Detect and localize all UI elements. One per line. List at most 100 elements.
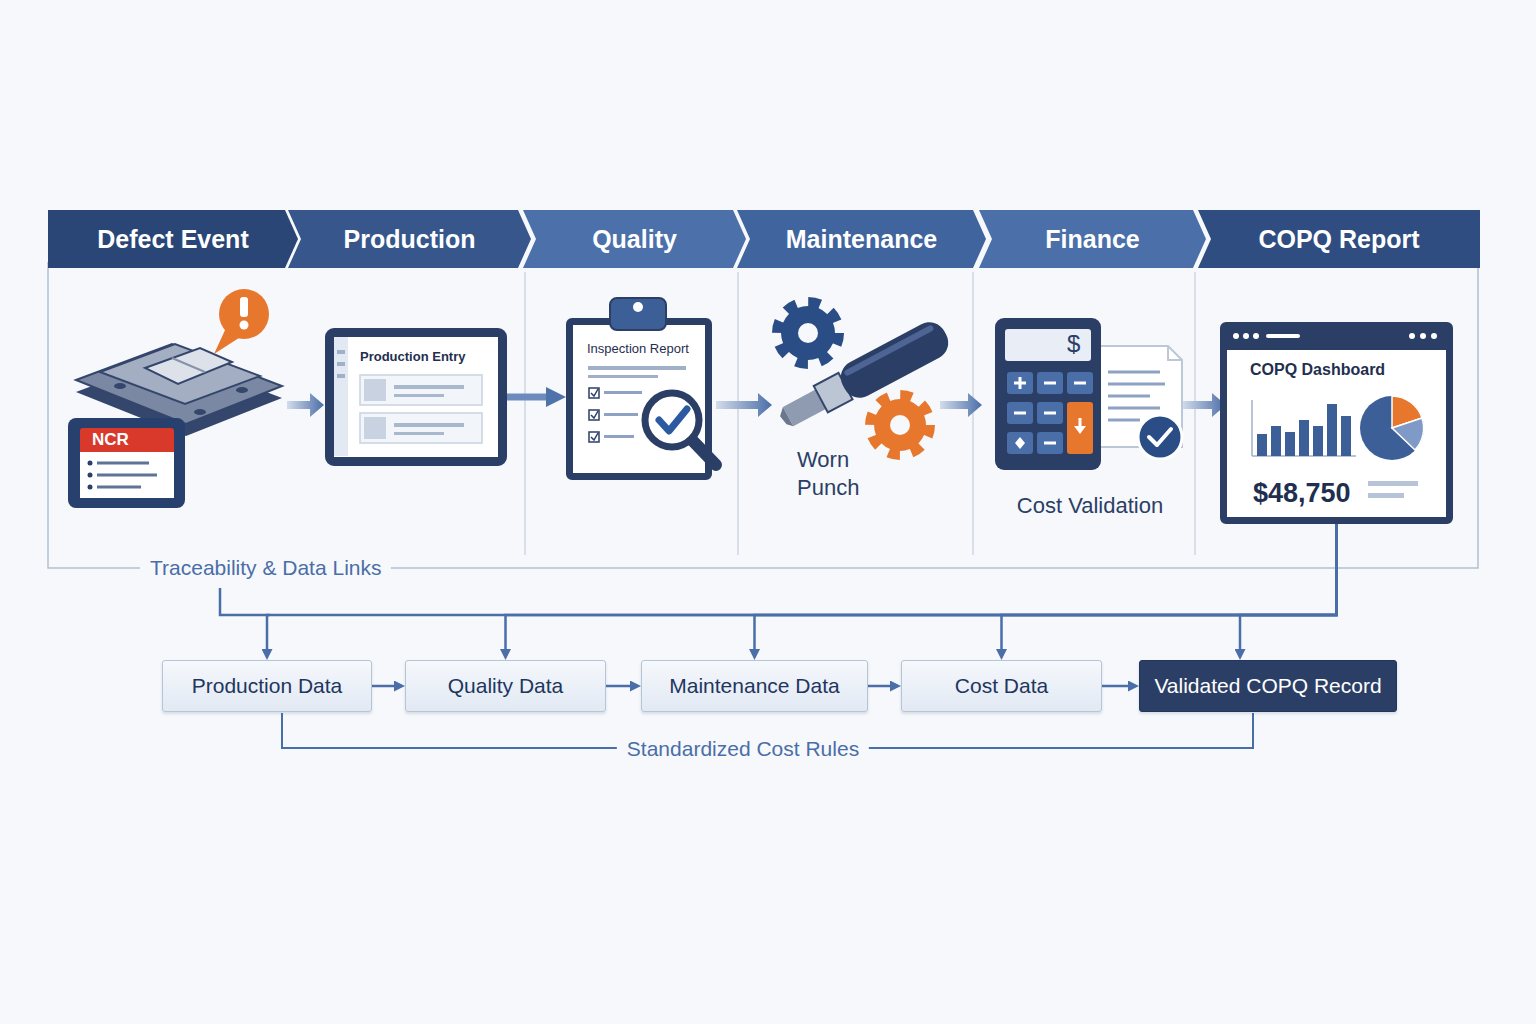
calculator-icon [1044,382,1056,385]
flow-arrow [507,394,546,401]
calculator-icon [1007,402,1033,424]
stage-title: Production [344,225,476,254]
trace-stub [220,588,270,615]
clipboard-report: Inspection Report [566,318,712,480]
panel-divider [524,272,526,555]
alert-bubble [214,289,269,354]
panel-divider [972,272,974,555]
calculator-icon [995,318,1101,470]
chevron-shape [48,210,298,268]
data-label: Maintenance Data [669,674,839,698]
stage-title: Defect Event [97,225,248,254]
flow-arrow [287,393,324,417]
clipboard-details [633,302,643,312]
calculator-icon [1019,377,1022,389]
punch-tool [835,316,954,404]
check-badge [1149,429,1171,445]
punch-tool [773,316,954,436]
check-badge [1138,415,1182,459]
record-box: Validated COPQ Record [1139,660,1397,712]
tool-caption: Worn Punch [797,446,869,502]
data-arrow [606,685,630,688]
gear-icon [874,399,926,451]
data-box: Quality Data [405,660,606,712]
data-label: Cost Data [955,674,1048,698]
trace-link [1240,524,1337,649]
stage-title: Finance [1045,225,1139,254]
stage-title: COPQ Report [1258,225,1419,254]
chevron-shape [1198,210,1480,268]
punch-tool [843,324,934,376]
stage-chevron: Production [288,210,531,268]
badge-label: NCR [80,428,174,452]
calculator-icon [1079,418,1082,427]
calculator-icon [1007,372,1033,394]
data-box: Maintenance Data [641,660,868,712]
alert-bubble [240,321,249,330]
document-icon [1108,395,1150,398]
frame-line [48,262,1478,568]
document-icon [1108,419,1140,422]
flow-arrow [716,393,772,417]
stage-chevron: Defect Event [48,210,298,268]
document-icon [1108,383,1165,386]
report-title: Inspection Report [587,341,689,356]
calculator-icon [1074,426,1086,434]
gear-icon [778,303,838,363]
document-icon [1108,371,1160,374]
calculator-icon [1074,382,1086,385]
trace-link [755,524,1337,649]
chevron-shape [979,210,1206,268]
data-label: Quality Data [448,674,564,698]
gear-icon [890,415,910,435]
data-box: Production Data [162,660,372,712]
die-plate-illustration [114,383,126,389]
document-icon [1108,372,1165,420]
document-icon [1168,346,1182,360]
chevron-shape [737,210,986,268]
trace-stub [220,588,270,615]
stage-chevron: Finance [979,210,1206,268]
data-arrow [372,685,394,688]
ncr-badge: NCR [68,418,185,508]
calculator-icon [1037,372,1063,394]
dashboard-title: COPQ Dashboard [1250,361,1385,379]
die-plate-illustration [100,344,260,404]
calculator-icon [1037,402,1063,424]
stage-title: Quality [592,225,677,254]
calculator-icon [1067,402,1093,454]
stage-chevron: Maintenance [737,210,986,268]
calculator-icon [1015,437,1025,449]
panel-divider [737,272,739,555]
chevron-shape [288,210,531,268]
data-arrow [868,685,890,688]
punch-tool [777,407,794,430]
tablet-screen: Production Entry [325,328,507,466]
trace-link [506,524,1337,649]
check-badge [1138,415,1182,459]
stage-chevron: COPQ Report [1198,210,1480,268]
document-icon [1108,407,1160,410]
flow-arrow [940,393,982,417]
gear-icon [798,323,818,343]
data-arrow [1102,685,1128,688]
chevron-shape [523,210,746,268]
panel-divider [525,272,1195,555]
die-plate-illustration [145,348,232,384]
trace-link [267,524,1337,649]
calculator-icon [995,318,1101,470]
bracket-label: Standardized Cost Rules [617,736,869,762]
calculator-icon [1005,329,1091,361]
calculator-icon [1067,372,1093,394]
gear-icon [871,396,929,454]
screen-title: Production Entry [360,349,465,364]
panel-divider [1194,272,1196,555]
die-plate-illustration [76,344,282,424]
die-plate-illustration [172,358,205,372]
cost-total: $48,750 [1253,478,1351,509]
step-caption: Cost Validation [1017,492,1163,520]
gear-icon [781,306,835,360]
data-box: Cost Data [901,660,1102,712]
calculator-icon [1044,442,1056,445]
